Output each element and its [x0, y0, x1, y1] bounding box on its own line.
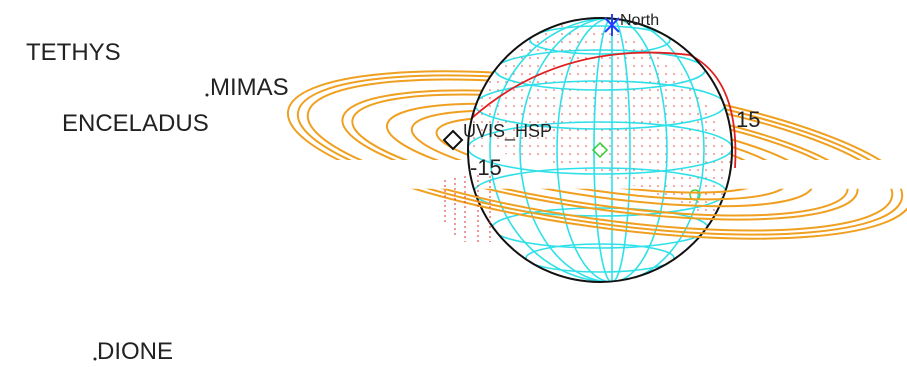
instrument-label: UVIS_HSP: [463, 121, 552, 142]
ring-tick-right: 15: [736, 107, 760, 132]
ring-shadow-lines: [444, 175, 491, 245]
north-marker: North: [604, 12, 659, 36]
planet-limb: [467, 17, 733, 283]
ring-tick-left: -15: [470, 155, 502, 180]
terminator-line: [471, 51, 737, 169]
moon-dione: DIONE: [97, 338, 173, 365]
moon-dione-dot: [93, 357, 97, 361]
instrument-diamond-icon: [442, 129, 464, 151]
uvis-hsp-footprint: UVIS_HSP: [442, 121, 552, 151]
saturn-globe: [467, 17, 737, 283]
north-label: North: [620, 12, 659, 29]
moon-mimas: MIMAS: [210, 74, 289, 101]
night-side-shading: [468, 23, 732, 230]
moon-enceladus: ENCELADUS: [62, 110, 209, 137]
north-star-icon: [604, 14, 620, 36]
moon-tethys: TETHYS: [26, 39, 121, 66]
moon-labels: TETHYS MIMAS ENCELADUS DIONE: [26, 39, 289, 365]
moon-mimas-dot: [205, 93, 209, 97]
sub-observer-marker: [591, 141, 609, 159]
